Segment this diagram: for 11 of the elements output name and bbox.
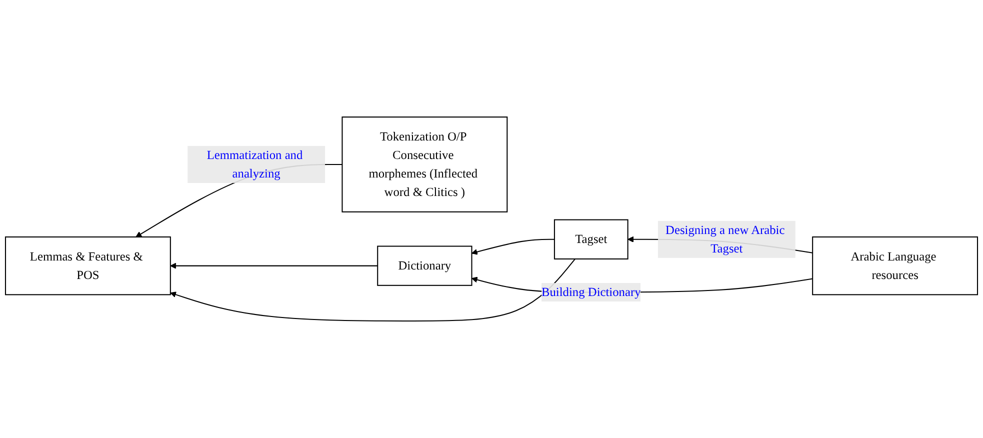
node-box: Tagset — [554, 219, 628, 260]
node-box: Tokenization O/P Consecutive morphemes (Inflected word & Clitics ) — [342, 116, 508, 212]
edge-label: Designing a new Arabic Tagset — [666, 222, 785, 256]
arrow — [471, 238, 554, 255]
edge-label: Lemmatization and analyzing — [206, 148, 303, 180]
node-box: Lemmas & Features & POS — [4, 236, 171, 296]
node-box: Dictionary — [377, 246, 472, 286]
edge-label: Building Dictionary — [542, 285, 641, 299]
node-box: Arabic Language resources — [812, 236, 978, 296]
arrow — [170, 258, 576, 322]
arrow — [170, 262, 378, 269]
